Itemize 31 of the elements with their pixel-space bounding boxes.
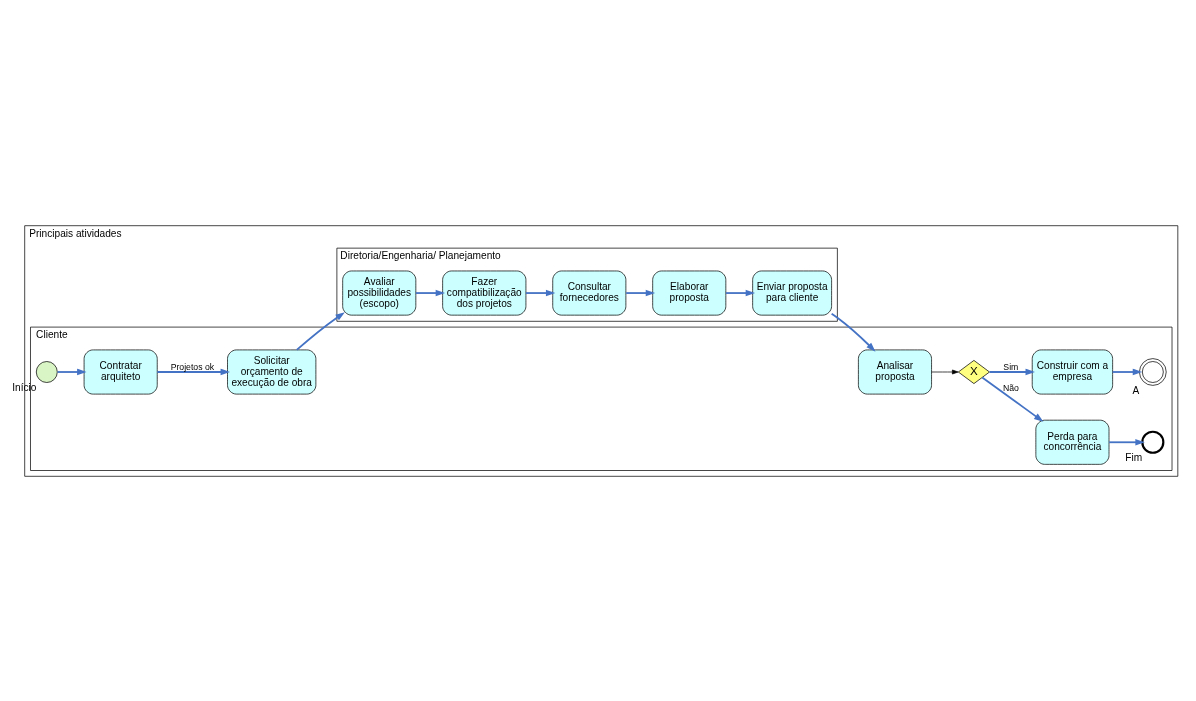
node-box: Construir com a empresa <box>1031 349 1113 394</box>
arrow <box>56 368 87 375</box>
node-label: A <box>1132 384 1140 396</box>
node-circle <box>35 360 58 383</box>
node-box: Solicitar orçamento de execução de obra <box>227 349 317 394</box>
arrow <box>525 289 556 296</box>
arrow <box>1108 438 1145 446</box>
node-box: Contratar arquiteto <box>83 349 158 394</box>
node-box: Avaliar possibilidades (escopo) <box>342 270 417 315</box>
node-box: Analisar proposta <box>858 349 932 394</box>
arrow <box>830 312 876 352</box>
node-box: Elaborar proposta <box>652 270 727 315</box>
arrow <box>1111 368 1143 375</box>
node-circle <box>1141 430 1165 454</box>
arrow <box>988 368 1035 375</box>
edge-label: Projetos ok <box>170 361 215 372</box>
node-label: Fim <box>1125 451 1143 463</box>
arrow <box>981 376 1044 422</box>
arrow <box>415 289 446 296</box>
edge-label: Sim <box>1003 361 1019 372</box>
node-box: Consultar fornecedores <box>552 270 627 315</box>
arrow <box>295 311 345 351</box>
arrow <box>931 369 959 374</box>
node-box: Fazer compatibilização dos projetos <box>442 270 527 315</box>
arrow <box>625 289 656 296</box>
arrow <box>156 368 230 375</box>
node-diamond: X <box>958 359 990 384</box>
node-box: Enviar proposta para cliente <box>752 270 832 315</box>
edge-label: Não <box>1002 382 1019 393</box>
node-box: Perda para concorrência <box>1035 419 1110 465</box>
arrow <box>725 289 756 296</box>
